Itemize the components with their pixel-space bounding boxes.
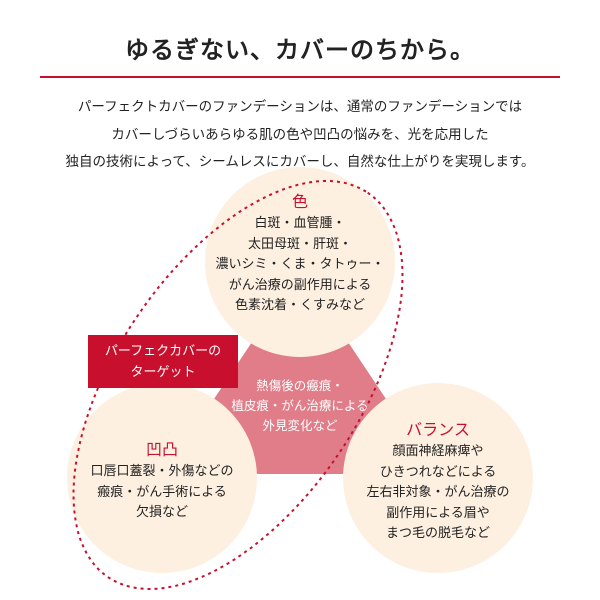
page-title: ゆるぎない、カバーのちから。 (125, 36, 475, 64)
circle-line: 太田母斑・肝斑・ (247, 236, 352, 252)
circle-line: がん治療の副作用による (228, 277, 372, 293)
circle-title: 凹凸 (145, 440, 178, 459)
circle-line: まつ毛の脱毛など (385, 526, 490, 541)
circle-line: 顔面神経麻痺や (392, 444, 484, 459)
circle-line: 瘢痕・がん手術による (97, 484, 227, 500)
circle-line: 副作用による眉や (386, 505, 490, 521)
color-circle-text: 色 白斑・血管腫・ 太田母斑・肝斑・ 濃いシミ・くま・タトゥー・ がん治療の副作… (205, 190, 395, 317)
intro-line: カバーしづらいあらゆる肌の色や凹凸の悩みを、光を応用した (111, 126, 489, 143)
target-label-line: ターゲット (130, 364, 196, 380)
center-line: 植皮痕・がん治療による (231, 398, 369, 413)
intro-line: 独自の技術によって、シームレスにカバーし、自然な仕上がりを実現します。 (65, 154, 535, 170)
circle-line: 左右非対象・がん治療の (366, 485, 510, 500)
balance-circle-text: バランス 顔面神経麻痺や ひきつれなどによる 左右非対象・がん治療の 副作用によ… (348, 418, 528, 545)
circle-title: バランス (406, 420, 470, 439)
circle-line: 口唇口蓋裂・外傷などの (90, 464, 234, 479)
circle-balance (343, 383, 533, 573)
center-text: 熱傷後の瘢痕・ 植皮痕・がん治療による 外見変化など (205, 376, 395, 436)
center-hexagon (210, 336, 390, 474)
circle-line: 白斑・血管腫・ (254, 216, 346, 231)
target-label: パーフェクカバーのターゲット (88, 335, 238, 388)
intro-text: パーフェクトカバーのファンデーションは、通常のファンデーションでは カバーしづら… (0, 94, 600, 177)
circle-line: 欠損など (135, 505, 188, 520)
circle-color (205, 167, 395, 357)
circle-line: 濃いシミ・くま・タトゥー・ (215, 257, 385, 272)
circle-line: ひきつれなどによる (379, 464, 497, 480)
intro-line: パーフェクトカバーのファンデーションは、通常のファンデーションでは (77, 99, 523, 115)
unevenness-circle-text: 凹凸 口唇口蓋裂・外傷などの 瘢痕・がん手術による 欠損など (72, 438, 252, 524)
center-line: 外見変化など (262, 418, 338, 433)
title-divider (40, 76, 560, 78)
circle-title: 色 (291, 192, 308, 211)
center-line: 熱傷後の瘢痕・ (256, 378, 344, 393)
circle-unevenness (67, 383, 257, 573)
circle-line: 色素沈着・くすみなど (234, 298, 365, 313)
target-dashed-ellipse (72, 180, 404, 590)
target-label-line: パーフェクカバーの (104, 343, 222, 359)
